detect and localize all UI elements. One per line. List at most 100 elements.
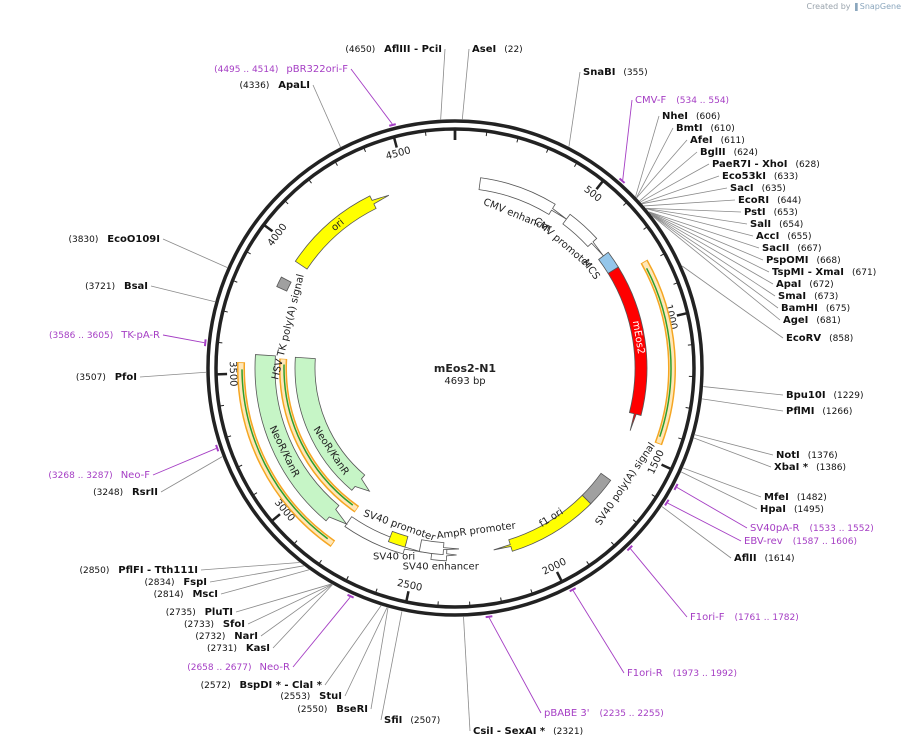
site-leader-line (221, 570, 309, 594)
site-leader-line (161, 457, 222, 492)
primer-neo-f[interactable]: (3268 .. 3287)Neo-F (48, 470, 150, 481)
restriction-site-stui[interactable]: (2553) StuI (280, 691, 342, 702)
ruler-tick (394, 137, 397, 148)
site-leader-line (140, 372, 206, 377)
restriction-site-kasi[interactable]: (2731) KasI (207, 643, 270, 654)
ruler-label: 500 (582, 184, 604, 204)
restriction-site-afei[interactable]: AfeI(611) (690, 135, 745, 146)
restriction-site-sfoi[interactable]: (2733) SfoI (184, 619, 245, 630)
feature-ori[interactable] (295, 195, 388, 269)
ruler-tick (425, 131, 426, 136)
restriction-site-hpai[interactable]: HpaI(1495) (760, 504, 824, 515)
restriction-site-bmti[interactable]: BmtI(610) (676, 123, 735, 134)
primer-leader-line (163, 335, 204, 343)
restriction-site-xbai[interactable]: XbaI *(1386) (774, 462, 846, 473)
site-leader-line (569, 72, 580, 147)
primer-tk-pa-r[interactable]: (3586 .. 3605)TK-pA-R (49, 330, 160, 341)
primer-mark (389, 124, 396, 126)
snapgene-watermark: Created by ❚SnapGene (806, 2, 901, 11)
primer-leader-line (489, 618, 541, 713)
restriction-site-noti[interactable]: NotI(1376) (776, 450, 838, 461)
ruler-tick (217, 342, 222, 343)
restriction-site-rsrii[interactable]: (3248) RsrII (93, 487, 158, 498)
ruler-label: 4000 (266, 222, 290, 249)
primer-mark (216, 445, 218, 451)
primer-mark (486, 616, 493, 617)
restriction-site-bspdi-clai[interactable]: (2572) BspDI * - ClaI * (201, 680, 323, 691)
site-leader-line (313, 85, 340, 147)
restriction-site-pluti[interactable]: (2735) PluTI (166, 607, 233, 618)
restriction-site-pspomi[interactable]: PspOMI(668) (766, 255, 841, 266)
restriction-site-asei[interactable]: AseI(22) (472, 44, 523, 55)
restriction-site-bsai[interactable]: (3721) BsaI (85, 281, 148, 292)
restriction-site-bamhi[interactable]: BamHI(675) (781, 303, 850, 314)
restriction-site-bpu10i[interactable]: Bpu10I(1229) (786, 390, 863, 401)
primer-cmv-f[interactable]: CMV-F(534 .. 554) (635, 95, 729, 106)
restriction-site-bseri[interactable]: (2550) BseRI (297, 704, 368, 715)
feature-hsv-tk-poly-a-signal[interactable] (277, 277, 291, 291)
restriction-site-smai[interactable]: SmaI(673) (778, 291, 838, 302)
restriction-site-aflii[interactable]: AflII(1614) (734, 553, 795, 564)
primer-sv40pa-r[interactable]: SV40pA-R(1533 .. 1552) (750, 523, 874, 534)
ruler-tick (677, 313, 688, 316)
restriction-site-sali[interactable]: SalI(654) (750, 219, 803, 230)
restriction-site-mfei[interactable]: MfeI(1482) (764, 492, 827, 503)
restriction-site-eco53ki[interactable]: Eco53kI(633) (722, 171, 798, 182)
site-leader-line (163, 239, 227, 268)
restriction-site-afliii-pcii[interactable]: (4650) AflIII - PciI (345, 44, 442, 55)
restriction-site-ecoo109i[interactable]: (3830) EcoO109I (68, 234, 160, 245)
primer-leader-line (293, 597, 350, 667)
site-leader-line (381, 611, 402, 720)
restriction-site-pfoi[interactable]: (3507) PfoI (76, 372, 137, 383)
restriction-site-pflmi[interactable]: PflMI(1266) (786, 406, 852, 417)
primer-pbr322ori-f[interactable]: (4495 .. 4514)pBR322ori-F (214, 64, 348, 75)
restriction-site-ecorv[interactable]: EcoRV(858) (786, 333, 853, 344)
restriction-site-snabi[interactable]: SnaBI(355) (583, 67, 648, 78)
brand-app-name: SnapGene (860, 2, 901, 11)
ruler-tick (264, 225, 273, 232)
restriction-site-ecori[interactable]: EcoRI(644) (738, 195, 801, 206)
restriction-site-bglii[interactable]: BglII(624) (700, 147, 758, 158)
restriction-site-paer7i-xhoi[interactable]: PaeR7I - XhoI(628) (712, 159, 820, 170)
site-leader-line (462, 49, 469, 119)
restriction-site-msci[interactable]: (2814) MscI (154, 589, 218, 600)
ruler-tick (596, 181, 603, 190)
primer-neo-r[interactable]: (2658 .. 2677)Neo-R (187, 662, 290, 673)
restriction-site-pflfi-tth111i[interactable]: (2850) PflFI - Tth111I (79, 565, 198, 576)
restriction-site-nhei[interactable]: NheI(606) (662, 111, 720, 122)
restriction-site-acci[interactable]: AccI(655) (756, 231, 812, 242)
ruler-label: 4500 (385, 145, 412, 162)
site-leader-line (646, 208, 741, 212)
feature-sv40-enhancer[interactable] (419, 540, 459, 555)
site-leader-line (683, 468, 761, 497)
site-leader-line (695, 435, 773, 455)
primer-f1ori-f[interactable]: F1ori-F(1761 .. 1782) (690, 612, 799, 623)
primer-pbabe-3[interactable]: pBABE 3'(2235 .. 2255) (544, 708, 664, 719)
restriction-site-agei[interactable]: AgeI(681) (783, 315, 841, 326)
restriction-site-saci[interactable]: SacI(635) (730, 183, 786, 194)
plasmid-length: 4693 bp (444, 376, 485, 387)
restriction-site-apali[interactable]: (4336) ApaLI (239, 80, 310, 91)
primer-mark (665, 500, 669, 506)
restriction-site-csii-sexai[interactable]: CsiI - SexAI *(2321) (473, 726, 583, 737)
primer-leader-line (668, 503, 741, 541)
restriction-site-psti[interactable]: PstI(653) (744, 207, 798, 218)
site-leader-line (236, 584, 331, 612)
site-leader-line (662, 507, 731, 558)
restriction-site-nari[interactable]: (2732) NarI (195, 631, 258, 642)
restriction-site-fspi[interactable]: (2834) FspI (145, 577, 207, 588)
primer-f1ori-r[interactable]: F1ori-R(1973 .. 1992) (627, 668, 737, 679)
primer-leader-line (351, 69, 392, 124)
feature-label: AmpR promoter (436, 520, 517, 541)
primer-leader-line (677, 487, 747, 528)
ruler-tick (486, 131, 487, 136)
primer-ebv-rev[interactable]: EBV-rev(1587 .. 1606) (744, 536, 857, 547)
primer-mark (570, 588, 576, 591)
restriction-site-sacii[interactable]: SacII(667) (762, 243, 822, 254)
restriction-site-apai[interactable]: ApaI(672) (776, 279, 834, 290)
primer-mark (674, 484, 677, 490)
restriction-site-sfii[interactable]: SfiI(2507) (384, 715, 440, 726)
site-leader-line (702, 399, 783, 411)
restriction-site-tspmi-xmai[interactable]: TspMI - XmaI(671) (772, 267, 876, 278)
